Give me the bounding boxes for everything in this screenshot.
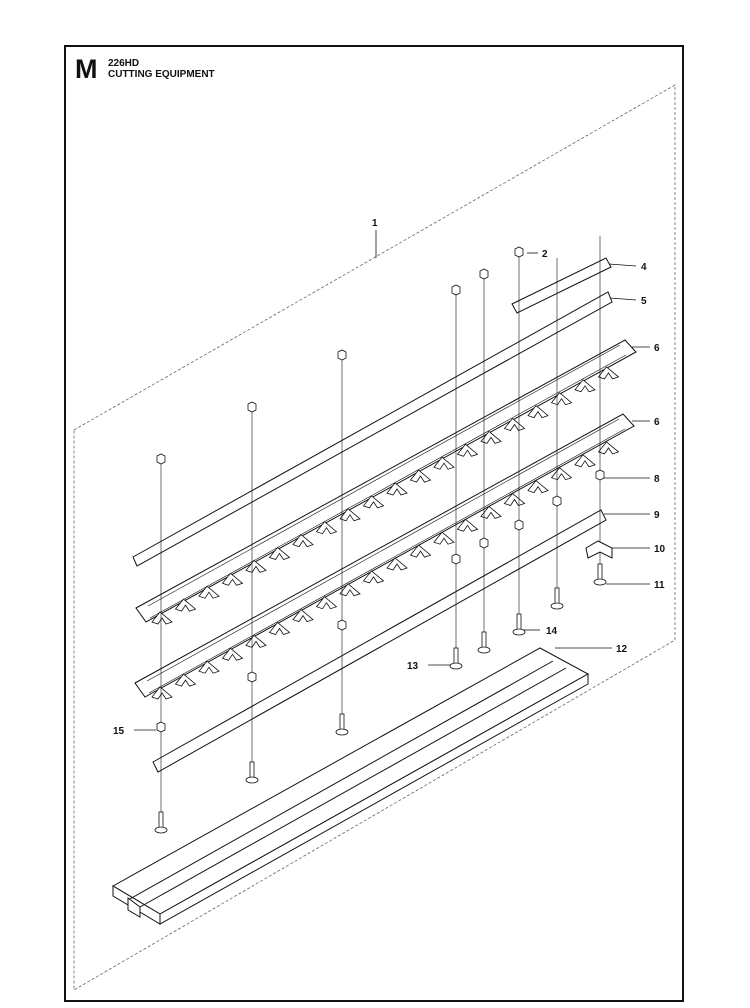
blade-tooth xyxy=(339,583,361,597)
blade-tooth xyxy=(456,443,479,457)
callout-14: 14 xyxy=(546,626,558,637)
callout-15: 15 xyxy=(113,726,125,737)
callout-9: 9 xyxy=(654,510,660,521)
blade-tooth xyxy=(597,366,620,380)
blade-tooth xyxy=(480,430,502,444)
callout-5: 5 xyxy=(641,296,647,307)
nut xyxy=(156,453,166,465)
page-title: CUTTING EQUIPMENT xyxy=(108,69,215,80)
bolt xyxy=(335,713,349,736)
part-4-plate xyxy=(511,257,612,314)
blade-tooth xyxy=(292,534,314,548)
nut xyxy=(337,349,347,361)
blade-tooth xyxy=(362,570,385,584)
callout-4: 4 xyxy=(641,262,647,273)
nut xyxy=(451,284,461,296)
blade-tooth xyxy=(433,531,455,545)
blade-tooth xyxy=(315,596,338,610)
bolt xyxy=(154,811,168,834)
blade-tooth xyxy=(292,609,314,623)
callout-11: 11 xyxy=(654,580,665,591)
nut xyxy=(595,469,605,481)
blade-tooth xyxy=(550,467,573,481)
blade-tooth xyxy=(174,598,197,612)
callout-6-upper: 6 xyxy=(654,343,660,354)
blade-tooth xyxy=(550,392,573,406)
blade-tooth xyxy=(198,660,220,674)
blade-tooth xyxy=(597,441,620,455)
nut xyxy=(552,495,562,507)
blade-tooth xyxy=(174,673,197,687)
nut xyxy=(156,721,166,733)
callout-1: 1 xyxy=(372,218,378,229)
blade-tooth xyxy=(198,585,220,599)
callout-13: 13 xyxy=(407,661,419,672)
blade-tooth xyxy=(503,417,526,431)
section-letter: M xyxy=(75,54,98,84)
callout-10: 10 xyxy=(654,544,666,555)
blade-tooth xyxy=(456,518,479,532)
part-6-upper-blade xyxy=(135,339,637,623)
callout-2: 2 xyxy=(542,249,548,260)
part-12-guard-rail xyxy=(111,647,590,925)
assembly-outline xyxy=(73,84,676,991)
callout-12: 12 xyxy=(616,644,628,655)
blade-teeth xyxy=(151,366,620,700)
blade-tooth xyxy=(245,634,267,648)
page-frame xyxy=(64,45,684,1002)
nut xyxy=(451,553,461,565)
blade-tooth xyxy=(409,544,432,558)
blade-tooth xyxy=(433,456,455,470)
blade-tooth xyxy=(268,546,291,560)
blade-tooth xyxy=(409,469,432,483)
blade-tooth xyxy=(480,505,502,519)
part-5-spacer-bar xyxy=(132,291,613,567)
bolt xyxy=(245,761,259,784)
blade-tooth xyxy=(503,492,526,506)
blade-tooth xyxy=(574,379,596,393)
blade-tooth xyxy=(386,557,408,571)
nut xyxy=(337,619,347,631)
blade-tooth xyxy=(527,480,549,494)
blade-tooth xyxy=(221,647,244,661)
blade-tooth xyxy=(362,495,385,509)
part-6-lower-blade xyxy=(134,413,635,698)
callout-leaders xyxy=(134,252,650,731)
blade-tooth xyxy=(268,621,291,635)
blade-tooth xyxy=(386,482,408,496)
bolt xyxy=(512,613,526,636)
part-9-spacer-bar xyxy=(152,509,607,773)
blade-tooth xyxy=(151,686,173,700)
bolt xyxy=(449,647,463,670)
blade-tooth xyxy=(221,572,244,586)
blade-tooth xyxy=(339,508,361,522)
blade-tooth xyxy=(315,521,338,535)
blade-tooth xyxy=(527,405,549,419)
nut xyxy=(247,671,257,683)
blade-tooth xyxy=(245,559,267,573)
nut xyxy=(514,246,524,258)
model-name: 226HD xyxy=(108,58,140,69)
nut xyxy=(514,519,524,531)
blade-tooth xyxy=(574,454,596,468)
nut xyxy=(479,537,489,549)
bolt xyxy=(477,631,491,654)
fasteners xyxy=(154,236,607,834)
nut xyxy=(247,401,257,413)
nut xyxy=(479,268,489,280)
part-10-clip xyxy=(585,540,613,559)
blade-tooth xyxy=(151,611,173,625)
callout-8: 8 xyxy=(654,474,660,485)
bolt xyxy=(593,563,607,586)
callout-6-lower: 6 xyxy=(654,417,660,428)
bolt xyxy=(550,587,564,610)
